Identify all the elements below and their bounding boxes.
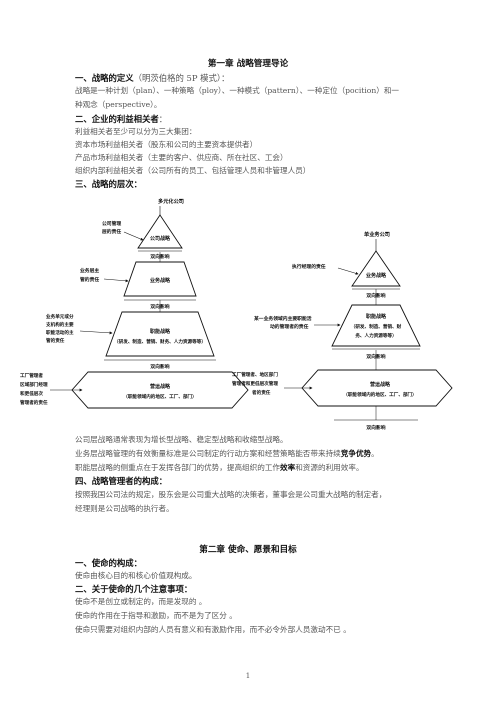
managers-text-line-2: 经理则是公司战略的执行者。 <box>75 504 174 513</box>
right-biz-strategy-label: 业务战略 <box>366 272 387 279</box>
levels-text-corporate: 公司层战略通常表现为增长型战略、稳定型战略和收缩型战略。 <box>75 435 288 444</box>
biz-mgr-resp-line-2: 管的责任 <box>80 276 99 283</box>
functional-text-part-1: 职能层战略的侧重点在于发挥各部门的优势，提高组织的工作 <box>75 463 281 472</box>
page-number: 1 <box>245 672 251 680</box>
ops-detail-right: （职能领域内的地区、工厂、部门） <box>343 391 417 398</box>
factory-mgr-resp-line-3: 和更低层次 <box>19 390 43 397</box>
stakeholders-line: 产品市场利益相关者（主要的客户、供应商、所在社区、工会） <box>75 153 288 162</box>
factory-mgr-resp-line-1: 工厂管理者 <box>20 372 43 379</box>
section-definition-heading: 一、战略的定义（明茨伯格的 5P 模式）： <box>75 72 229 84</box>
func-head-resp-line-1: 某一业务领域内主要职能活 <box>253 315 312 322</box>
functional-text-part-2: 和资源的利用效率。 <box>295 463 364 472</box>
levels-text-business: 业务层战略管理的有效衡量标准是公司制定的行动方案和经营策略能否带来持续竞争优势。 <box>75 448 379 459</box>
corp-mgmt-resp-line-1: 公司管理 <box>102 220 121 227</box>
ops-strategy-band-right <box>301 369 453 407</box>
func-head-resp-line-2: 动的管理者的责任 <box>270 323 309 330</box>
func-strategy-band-right <box>331 304 421 347</box>
single-business-label: 单业务公司 <box>364 230 390 238</box>
definition-heading-text: 一、战略的定义 <box>75 73 134 83</box>
unit-heads-resp-line-4: 管的责任 <box>46 337 65 344</box>
mission-note-line: 使命不是创立或制定的，而是发现的 。 <box>75 597 207 606</box>
biz-strategy-label: 业务战略 <box>150 277 171 284</box>
mission-note-line: 使命只需要对组织内部的人员有意义和有激励作用，而不必令外部人员激动不已 。 <box>75 625 351 634</box>
factory-mgr-right-line-2: 管理者和更低层次管理 <box>232 380 278 387</box>
corp-resp-arrow <box>123 231 144 241</box>
section-managers-heading: 四、战略管理者的构成： <box>75 476 168 486</box>
exec-resp-arrow <box>337 267 359 275</box>
definition-text-line-2: 种观念（perspective）。 <box>75 100 162 109</box>
managers-text-line-1: 按照我国公司法的规定，股东会是公司重大战略的决策者，董事会是公司重大战略的制定者… <box>75 490 387 499</box>
section-stakeholders-heading: 二、企业的利益相关者： <box>75 113 167 125</box>
factory-mgr-resp-line-2: 区域部门经理 <box>20 381 48 388</box>
stakeholders-line: 组织内部利益相关者（公司所有的员工、包括管理人员和非管理人员） <box>75 166 311 175</box>
corp-strategy-label: 公司战略 <box>150 235 171 242</box>
definition-text-line-1: 战略是一种计划（plan）、一种策略（ploy）、一种模式（pattern）、一… <box>75 86 400 95</box>
corp-mgmt-resp-line-2: 层的责任 <box>102 228 121 235</box>
ops-detail-left: （职能领域内的地区、工厂、部门） <box>123 393 197 400</box>
unit-heads-resp-line-1: 业务单元或分 <box>46 313 74 320</box>
corp-strategy-triangle <box>137 214 183 249</box>
diversified-company-label: 多元化公司 <box>158 197 184 205</box>
levels-text-functional: 职能层战略的侧重点在于发挥各部门的优势，提高组织的工作效率和资源的利用效率。 <box>75 462 364 473</box>
two-way-influence-label: 双向影响 <box>150 363 169 370</box>
section-mission-notes-heading: 二、关于使命的几个注意事项： <box>75 584 193 594</box>
right-biz-strategy-triangle <box>351 250 401 287</box>
mission-composition-text: 使命由核心目的和核心价值观构成。 <box>75 571 197 580</box>
chapter-2-title: 第二章 使命、愿景和目标 <box>199 545 297 555</box>
factory-mgr-resp-line-4: 管理者的责任 <box>20 399 48 406</box>
two-way-influence-label: 双向影响 <box>366 424 385 431</box>
stakeholders-line: 资本市场利益相关者（股东和公司的主要资本提供者） <box>75 140 258 149</box>
func-strategy-label-right: 职能战略 <box>366 313 387 320</box>
exec-resp-label: 执行经理的责任 <box>292 263 326 270</box>
func-strategy-band-left <box>105 311 215 357</box>
stakeholders-heading-text: 二、企业的利益相关者 <box>75 114 159 124</box>
stakeholders-line: 利益相关者至少可以分为三大集团： <box>75 127 197 136</box>
stakeholders-heading-colon: ： <box>158 114 168 124</box>
section-mission-composition-heading: 一、使命的构成： <box>75 558 142 568</box>
biz-resp-arrow <box>103 278 129 283</box>
chapter-1-title: 第一章 战略管理导论 <box>207 59 289 69</box>
mission-note-line: 使命的作用在于指导和激励，而不是为了区分 。 <box>75 611 237 620</box>
biz-strategy-band <box>123 261 197 297</box>
biz-mgr-resp-line-1: 业务层主 <box>80 267 99 274</box>
factory-mgr-right-line-3: 者的责任 <box>252 389 271 396</box>
business-text-emphasis: 竞争优势 <box>340 449 372 458</box>
unit-heads-resp-line-3: 职能活动的主 <box>46 329 74 336</box>
ops-strategy-label-right: 营运战略 <box>370 381 391 388</box>
func-detail-left: （研发、制造、营销、财务、人力资源等等） <box>114 338 206 345</box>
business-text-part-2: 。 <box>371 449 379 458</box>
section-levels-heading: 三、战略的层次： <box>75 179 142 189</box>
ops-strategy-label-left: 营运战略 <box>150 383 171 390</box>
func-detail-right-line-1: （研发、制造、营销、财 <box>351 323 402 330</box>
func-strategy-label-left: 职能战略 <box>150 328 171 335</box>
unit-heads-resp-line-2: 支机构的主要 <box>46 321 74 328</box>
functional-text-emphasis: 效率 <box>280 463 296 472</box>
definition-heading-note: （明茨伯格的 5P 模式）： <box>133 73 230 83</box>
business-text-part-1: 业务层战略管理的有效衡量标准是公司制定的行动方案和经营策略能否带来持续 <box>75 449 341 458</box>
ops-strategy-band-left <box>71 371 249 409</box>
unit-heads-arrow <box>79 330 113 335</box>
func-detail-right-line-2: 务、人力资源等等） <box>355 332 396 339</box>
factory-mgr-right-line-1: 工厂管理者、地区部门 <box>232 371 278 378</box>
